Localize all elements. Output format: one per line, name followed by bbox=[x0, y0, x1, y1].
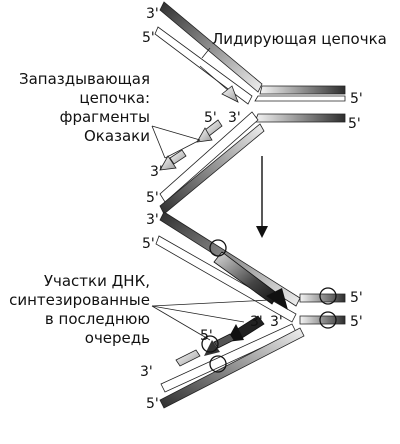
end-label-5prime: 5' bbox=[142, 236, 155, 252]
end-label-5prime: 5' bbox=[348, 116, 361, 132]
lagging-strand-label-line2: цепочка: bbox=[79, 89, 150, 107]
last-synthesized-label-line3: в последнюю bbox=[45, 310, 150, 328]
top-fork-right-duplex-top bbox=[259, 85, 346, 95]
end-label-5prime: 5' bbox=[200, 328, 213, 344]
last-synthesized-label-line1: Участки ДНК, bbox=[44, 272, 150, 290]
bottom-replication-fork bbox=[151, 211, 346, 409]
end-label-3prime: 3' bbox=[270, 314, 283, 330]
end-label-5prime: 5' bbox=[146, 396, 159, 412]
lagging-strand-label-line1: Запаздывающая bbox=[19, 70, 150, 88]
leading-strand-arrowhead bbox=[221, 85, 239, 103]
pointer-line bbox=[151, 305, 245, 323]
end-label-3prime: 3' bbox=[140, 364, 153, 380]
end-label-3prime: 3' bbox=[228, 110, 241, 126]
top-fork-lower-strand-outer bbox=[159, 123, 265, 215]
bottom-fork-lower-strand-outer bbox=[159, 327, 305, 409]
end-label-3prime: 3' bbox=[250, 314, 263, 330]
end-label-5prime: 5' bbox=[142, 30, 155, 46]
pointer-line bbox=[164, 139, 201, 159]
gap-marker-circle bbox=[201, 335, 219, 353]
leading-strand-label: Лидирующая цепочка bbox=[212, 30, 387, 48]
gap-marker-circle bbox=[319, 311, 337, 329]
pointer-line bbox=[151, 125, 166, 159]
transition-arrow bbox=[256, 156, 268, 238]
pointer-line bbox=[201, 47, 211, 59]
top-fork-right-duplex-bottom bbox=[254, 113, 346, 123]
bottom-fork-lower-strand-template bbox=[160, 323, 297, 393]
gap-marker-circle bbox=[319, 287, 337, 305]
top-fork-right-duplex-top-2 bbox=[254, 95, 346, 102]
last-synthesized-label-line2: синтезированные bbox=[9, 291, 150, 309]
leading-strand-arrow bbox=[199, 65, 231, 93]
end-label-3prime: 3' bbox=[146, 212, 159, 228]
pointer-line bbox=[151, 125, 201, 141]
okazaki-fragment-3 bbox=[175, 349, 201, 367]
gap-marker-circle bbox=[209, 355, 227, 373]
top-replication-fork bbox=[151, 1, 346, 215]
strand-end-labels: 3' 5' 5' 5' 5' 3' 3' 5' 3' 5' 5' 5' 3' 3… bbox=[140, 6, 363, 412]
end-label-5prime: 5' bbox=[204, 110, 217, 126]
bottom-fork-right-duplex-top bbox=[299, 293, 346, 303]
okazaki-fragment-2-head bbox=[159, 155, 177, 171]
gap-marker-circle bbox=[209, 239, 227, 257]
last-synthesized-label-line4: очередь bbox=[85, 329, 150, 347]
last-synthesis-arrowhead-1 bbox=[266, 288, 288, 310]
end-label-5prime: 5' bbox=[350, 91, 363, 107]
top-fork-upper-strand-outer bbox=[159, 1, 263, 93]
end-label-3prime: 3' bbox=[150, 164, 163, 180]
bottom-fork-right-duplex-bottom bbox=[299, 315, 346, 325]
end-label-5prime: 5' bbox=[146, 190, 159, 206]
pointer-line bbox=[151, 299, 271, 307]
lagging-strand-label-line3: фрагменты bbox=[60, 108, 150, 126]
pointer-line bbox=[151, 305, 211, 341]
okazaki-fragment-1-head bbox=[196, 127, 213, 143]
end-label-3prime: 3' bbox=[146, 6, 159, 22]
end-label-5prime: 5' bbox=[350, 290, 363, 306]
last-synthesis-arrow-3 bbox=[213, 333, 235, 349]
lagging-strand-label-line4: Оказаки bbox=[84, 127, 150, 145]
end-label-5prime: 5' bbox=[350, 314, 363, 330]
okazaki-fragment-2 bbox=[169, 149, 187, 165]
